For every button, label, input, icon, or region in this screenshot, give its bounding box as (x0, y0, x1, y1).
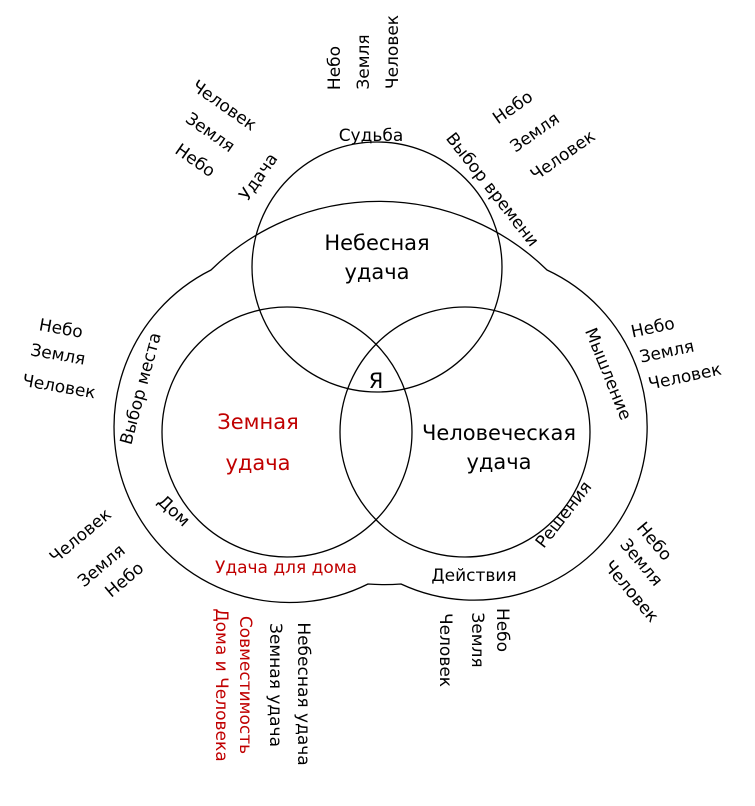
outer-outline (113, 200, 648, 604)
triad-top-earth: Земля (354, 34, 374, 89)
label-luck: Удача (236, 150, 283, 205)
note-heaven-luck: Небесная удача (293, 622, 313, 765)
triad-top-human: Человек (383, 15, 403, 89)
label-decisions: Решения (532, 478, 596, 553)
heaven-luck-line1: Небесная (324, 231, 429, 255)
earth-luck-line2: удача (225, 451, 290, 475)
triad-right-upper-2: Земля (638, 337, 696, 368)
triad-top-left-3: Небо (171, 140, 219, 182)
label-actions: Действия (431, 566, 516, 586)
center-self: Я (369, 369, 384, 393)
triad-left-upper-3: Человек (21, 371, 97, 404)
label-fate: Судьба (339, 126, 404, 146)
human-circle (339, 306, 591, 558)
triad-top-right-1: Небо (489, 87, 537, 129)
earth-circle (161, 306, 413, 558)
earth-luck-line1: Земная (217, 410, 298, 434)
human-luck-line2: удача (466, 450, 531, 474)
triad-left-upper-1: Небо (37, 315, 84, 342)
triad-bottom-right-2: Земля (467, 612, 487, 667)
label-home: Дом (153, 492, 193, 532)
triad-top-heaven: Небо (325, 46, 345, 90)
note-home-and-human: Дома и Человека (211, 608, 231, 761)
human-luck-line1: Человеческая (422, 421, 576, 445)
triad-left-upper-2: Земля (29, 340, 87, 369)
note-compatibility: Совместимость (235, 616, 255, 754)
note-earth-luck: Земная удача (265, 623, 285, 747)
triad-right-upper-1: Небо (629, 314, 676, 343)
label-place-choice: Выбор места (117, 331, 166, 447)
heaven-circle (251, 141, 503, 393)
heaven-luck-line2: удача (344, 260, 409, 284)
triad-bottom-right-1: Небо (492, 608, 512, 652)
triad-right-upper-3: Человек (647, 360, 724, 395)
triad-bottom-right-3: Человек (435, 613, 455, 687)
label-home-luck: Удача для дома (215, 558, 357, 578)
